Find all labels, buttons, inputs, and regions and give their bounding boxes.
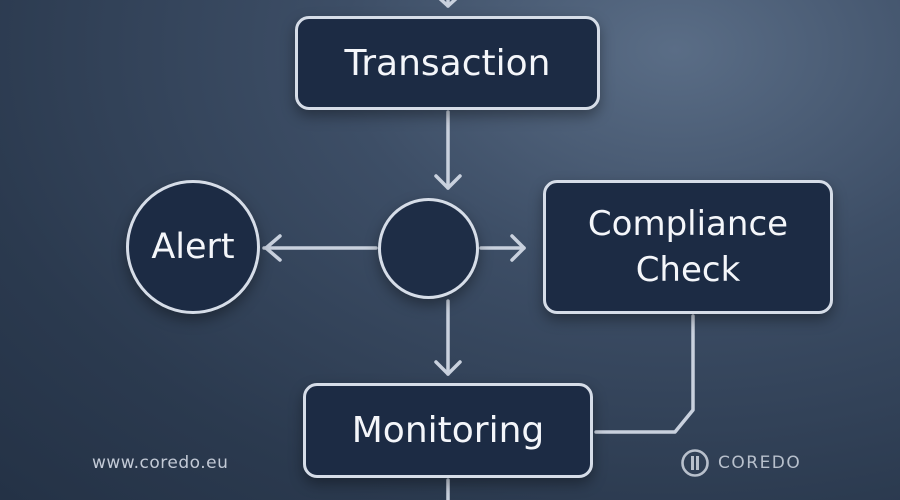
node-transaction[interactable]: Transaction <box>295 16 600 110</box>
node-monitoring[interactable]: Monitoring <box>303 383 593 478</box>
node-compliance-check-label: Compliance Check <box>587 204 789 290</box>
website-url: www.coredo.eu <box>92 453 229 473</box>
edge-incoming-top <box>438 0 458 8</box>
edge-compliance-to-monitoring <box>594 314 695 434</box>
coredo-logo-icon <box>681 449 709 477</box>
node-alert[interactable]: Alert <box>126 180 260 314</box>
brand-mark: COREDO <box>680 448 801 478</box>
node-compliance-check[interactable]: Compliance Check <box>543 180 833 314</box>
edge-decision-to-compliance <box>479 234 526 262</box>
node-alert-label: Alert <box>151 227 235 267</box>
node-monitoring-label: Monitoring <box>351 410 545 451</box>
edge-decision-to-monitoring <box>434 299 462 376</box>
node-decision[interactable] <box>378 198 479 299</box>
node-transaction-label: Transaction <box>344 42 551 84</box>
brand-name: COREDO <box>718 453 802 473</box>
edge-transaction-to-decision <box>434 110 462 190</box>
edge-decision-to-alert <box>262 234 378 262</box>
